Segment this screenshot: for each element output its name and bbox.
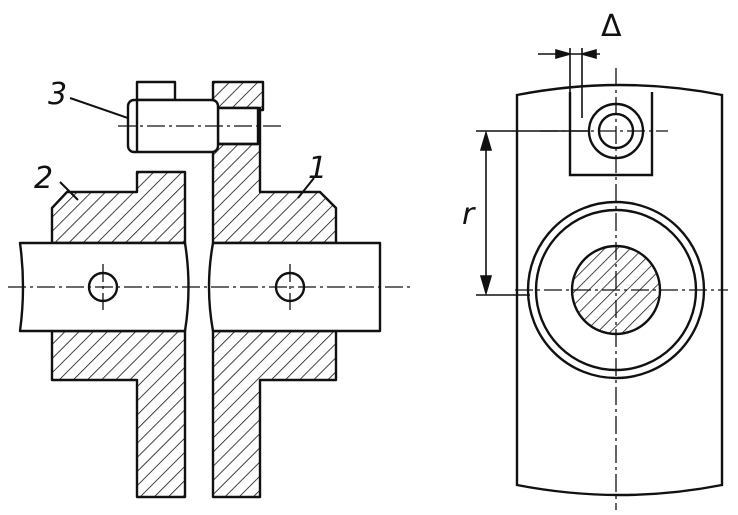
label-radius: r [462, 197, 476, 232]
label-part-2: 2 [34, 161, 53, 196]
label-clearance: Δ [601, 9, 622, 44]
label-part-1: 1 [308, 151, 327, 186]
pin-3 [126, 80, 220, 154]
dimension-delta [538, 48, 600, 118]
left-centerlines [8, 125, 412, 310]
flange-half-2 [50, 170, 187, 499]
leader-3 [69, 97, 129, 119]
label-part-3: 3 [48, 77, 67, 112]
leader-1 [297, 177, 315, 199]
pin-seat [211, 80, 265, 146]
leader-2 [59, 181, 79, 201]
dimension-r [476, 130, 590, 296]
right-centerlines [515, 68, 728, 510]
